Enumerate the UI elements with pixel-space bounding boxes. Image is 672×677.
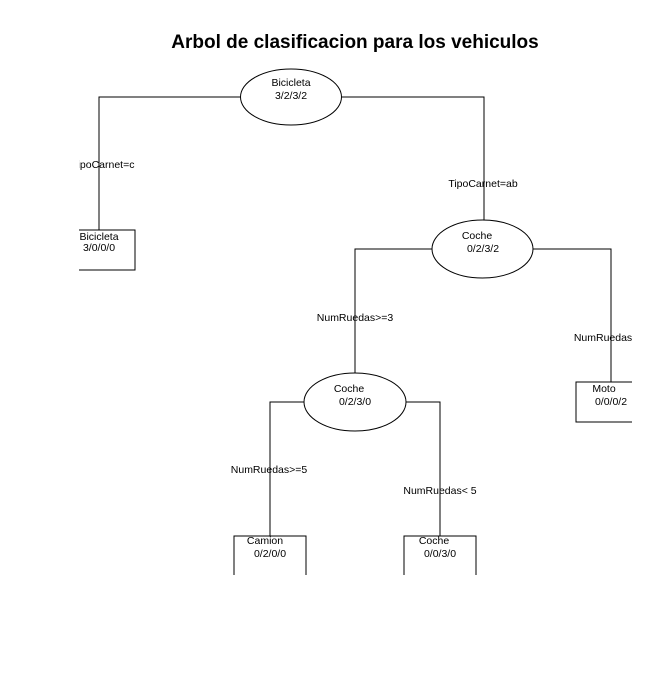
- leaf-moto-counts: 0/0/0/2: [595, 396, 627, 408]
- node-root-counts: 3/2/3/2: [275, 90, 307, 102]
- leaf-bicicleta: Bicicleta 3/0/0/0: [79, 229, 136, 271]
- leaf-camion-box: [233, 535, 307, 575]
- leaf-camion-name: Camion: [247, 535, 283, 547]
- node-root: Bicicleta 3/2/3/2: [240, 68, 342, 126]
- leaf-coche-name: Coche: [419, 535, 450, 547]
- edge-coche2-right: [406, 401, 441, 536]
- leaf-moto-box: [575, 381, 632, 423]
- leaf-bicicleta-counts: 3/0/0/0: [83, 242, 115, 254]
- node-coche2-ellipse: [303, 372, 407, 432]
- edge-root-left: [98, 96, 241, 230]
- node-coche2: Coche 0/2/3/0: [303, 372, 407, 432]
- split-labels: TipoCarnet=c TipoCarnet=ab NumRuedas>=3 …: [72, 159, 632, 497]
- leaf-bicicleta-box: [79, 229, 136, 271]
- node-coche1-ellipse: [431, 219, 534, 279]
- node-coche2-counts: 0/2/3/0: [339, 396, 371, 408]
- node-coche1: Coche 0/2/3/2: [431, 219, 534, 279]
- split-label-coche1-right: NumRuedas: [574, 332, 632, 344]
- leaf-coche-counts: 0/0/3/0: [424, 548, 456, 560]
- edge-coche2-left: [269, 401, 304, 536]
- tree-edges: [98, 96, 612, 536]
- leaf-camion: Camion 0/2/0/0: [233, 535, 307, 575]
- chart-title: Arbol de clasificacion para los vehiculo…: [171, 32, 538, 53]
- leaf-coche: Coche 0/0/3/0: [403, 535, 477, 575]
- edge-root-right: [342, 96, 485, 224]
- split-label-root-left: TipoCarnet=c: [72, 159, 135, 171]
- node-coche1-name: Coche: [462, 230, 493, 242]
- leaf-camion-counts: 0/2/0/0: [254, 548, 286, 560]
- split-label-coche2-left: NumRuedas>=5: [231, 464, 308, 476]
- edge-coche1-right: [533, 248, 612, 382]
- split-label-coche1-left: NumRuedas>=3: [317, 312, 394, 324]
- edge-coche1-left: [354, 248, 432, 377]
- node-coche1-counts: 0/2/3/2: [467, 243, 499, 255]
- split-label-root-right: TipoCarnet=ab: [448, 178, 518, 190]
- split-label-coche2-right: NumRuedas< 5: [403, 485, 476, 497]
- leaf-moto-name: Moto: [592, 383, 616, 395]
- node-coche2-name: Coche: [334, 383, 365, 395]
- node-root-name: Bicicleta: [271, 77, 310, 89]
- leaf-bicicleta-name: Bicicleta: [79, 231, 118, 243]
- node-root-ellipse: [240, 68, 342, 126]
- tree-plot-area: Bicicleta 3/2/3/2 Bicicleta 3/0/0/0 Coch…: [72, 68, 632, 575]
- leaf-coche-box: [403, 535, 477, 575]
- leaf-moto: Moto 0/0/0/2: [575, 381, 632, 423]
